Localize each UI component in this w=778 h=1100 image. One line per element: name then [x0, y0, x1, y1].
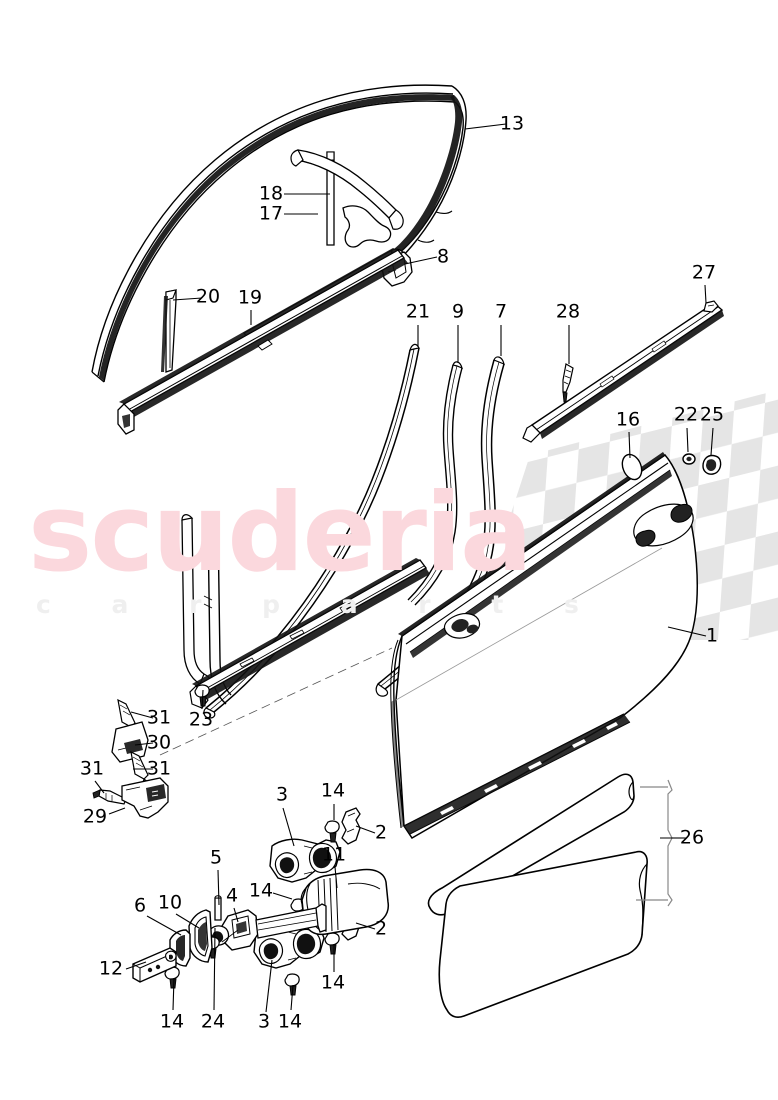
- callout-label-27: 27: [691, 261, 717, 284]
- part-30-bracket: [111, 721, 149, 763]
- part-25-cap: [702, 454, 722, 475]
- leader-4: [233, 907, 239, 923]
- callout-label-14d: 14: [159, 1010, 185, 1033]
- callout-label-14e: 14: [277, 1010, 303, 1033]
- leader-3a: [282, 807, 295, 847]
- callout-label-24: 24: [200, 1010, 226, 1033]
- leader-3b: [265, 959, 273, 1013]
- callout-label-23: 23: [188, 708, 214, 731]
- callout-label-11: 11: [321, 843, 347, 866]
- callout-label-29: 29: [82, 805, 108, 828]
- callout-label-31b: 31: [146, 757, 172, 780]
- part-22-grommet: [682, 453, 696, 465]
- leader-11: [334, 866, 338, 889]
- alignment-leader: [159, 647, 393, 756]
- part-5-pin: [214, 895, 222, 921]
- part-9-seal: [407, 361, 463, 606]
- leader-1: [667, 626, 707, 637]
- callout-label-2a: 2: [374, 821, 388, 844]
- callout-label-31c: 31: [79, 757, 105, 780]
- leader-25: [710, 427, 714, 456]
- leader-6: [146, 915, 182, 936]
- callout-label-5: 5: [209, 846, 223, 869]
- callout-leader-lines: [94, 123, 714, 1013]
- part-19-belt-strip: [117, 248, 408, 435]
- leader-2b: [355, 922, 376, 930]
- callout-label-21: 21: [405, 300, 431, 323]
- callout-label-16: 16: [615, 408, 641, 431]
- leader-8: [404, 256, 438, 265]
- leader-31c: [94, 780, 105, 794]
- callout-label-3b: 3: [257, 1010, 271, 1033]
- leader-14d: [172, 977, 175, 1011]
- part-13-shading: [99, 94, 463, 381]
- part-1-door-panel: [390, 452, 699, 840]
- leader-10: [175, 913, 200, 929]
- leader-16: [628, 431, 631, 459]
- callout-label-22: 22: [673, 403, 699, 426]
- callout-label-17: 17: [258, 202, 284, 225]
- leader-24: [213, 927, 216, 1011]
- callout-label-19: 19: [237, 286, 263, 309]
- callout-label-14a: 14: [320, 779, 346, 802]
- callout-label-10: 10: [157, 891, 183, 914]
- callout-label-14b: 14: [248, 879, 274, 902]
- part-31c-bolt: [92, 789, 127, 805]
- callout-label-12: 12: [98, 957, 124, 980]
- part-27-trim-moulding: [522, 300, 724, 443]
- leader-27: [704, 284, 707, 304]
- part-17-seal: [290, 149, 404, 248]
- callout-label-8: 8: [436, 245, 450, 268]
- part-23-screw: [194, 684, 210, 707]
- leader-5: [217, 869, 220, 906]
- part-3-upper-hinge: [269, 838, 341, 883]
- callout-label-31a: 31: [146, 706, 172, 729]
- callout-label-25: 25: [699, 403, 725, 426]
- leader-12: [125, 961, 147, 970]
- callout-label-3a: 3: [275, 783, 289, 806]
- part-16-plug: [621, 453, 643, 481]
- callout-label-30: 30: [146, 731, 172, 754]
- leader-23: [201, 689, 204, 710]
- part-lower-sill-strip: [189, 558, 430, 709]
- callout-label-2b: 2: [374, 917, 388, 940]
- part-13-frame-seal: [91, 84, 467, 383]
- leader-2a: [355, 825, 376, 834]
- part-18-strip: [326, 151, 335, 246]
- callout-label-7: 7: [494, 300, 508, 323]
- leader-29: [108, 807, 126, 815]
- part-12-plate: [132, 947, 177, 983]
- part-4-door-check: [207, 903, 327, 951]
- leader-31a: [130, 711, 154, 719]
- leader-13: [464, 123, 507, 130]
- part-10-striker-cover: [188, 909, 213, 963]
- callout-label-26: 26: [679, 826, 705, 849]
- callout-label-9: 9: [451, 300, 465, 323]
- part-20-seal: [161, 289, 177, 373]
- mirror-mount-hole: [443, 613, 481, 639]
- part-26-trim-panels: [427, 773, 648, 1018]
- part-2-upper-catch: [341, 807, 361, 845]
- part-28-screw: [562, 363, 574, 403]
- callout-label-1: 1: [705, 624, 719, 647]
- leader-30: [134, 742, 154, 746]
- callout-label-18: 18: [258, 182, 284, 205]
- callout-label-14c: 14: [320, 971, 346, 994]
- callout-label-6: 6: [133, 894, 147, 917]
- leader-20: [172, 297, 203, 301]
- door-handle-recess: [633, 503, 694, 547]
- callout-label-4: 4: [225, 884, 239, 907]
- leader-14e: [290, 984, 294, 1011]
- leader-22: [686, 427, 689, 453]
- part-29-hinge-bracket: [121, 777, 169, 819]
- leader-14b: [272, 892, 293, 900]
- callout-label-13: 13: [499, 112, 525, 135]
- callout-label-28: 28: [555, 300, 581, 323]
- callout-label-20: 20: [195, 285, 221, 308]
